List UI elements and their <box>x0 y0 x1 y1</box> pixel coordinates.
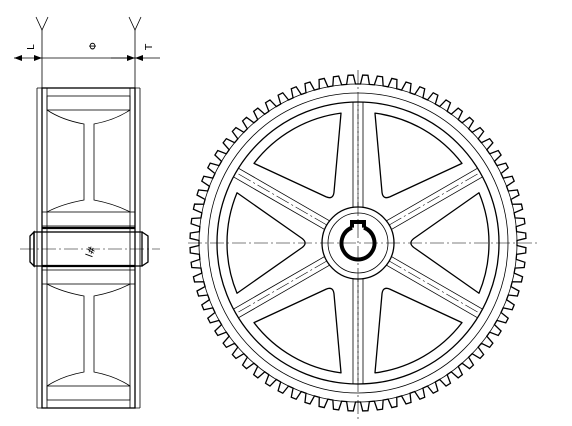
spoke-cutout <box>374 112 463 199</box>
spokes-group <box>233 102 483 384</box>
pitch-circle <box>198 83 518 403</box>
dimension-label-left: L <box>26 44 37 50</box>
dimension-line-left <box>14 55 42 61</box>
spoke-centerline <box>235 172 327 226</box>
spoke-cutout <box>253 112 342 199</box>
web-upper <box>46 109 131 213</box>
spoke-edge <box>238 167 330 222</box>
rim-section-bottom <box>46 385 131 401</box>
spoke-cutout <box>410 192 490 294</box>
dimension-label-right: T <box>144 43 155 51</box>
dimension-label-middle: Φ <box>88 42 99 50</box>
spoke-centerline <box>389 260 481 314</box>
spoke-cutout <box>253 287 342 374</box>
spoke-edge <box>233 176 325 230</box>
surface-finish-symbol-left <box>35 16 49 88</box>
rim-outer-circle <box>207 92 509 394</box>
spoke-centerline <box>389 172 481 226</box>
front-view-gear <box>188 70 540 420</box>
spoke-edge <box>391 256 483 310</box>
spoke-edge <box>386 264 478 319</box>
surface-finish-symbol-right <box>128 16 142 88</box>
section-label: l# <box>84 245 98 259</box>
side-section-view: L Φ T <box>14 16 160 409</box>
spoke-centerline <box>235 260 327 314</box>
hub-section-top <box>41 211 136 227</box>
bore-with-keyway <box>339 220 377 262</box>
rim-inner-circle <box>216 101 500 385</box>
hub-outer-circle <box>321 206 395 280</box>
hub-inner-circle <box>327 212 389 274</box>
dimension-line-right <box>111 55 160 61</box>
spoke-edge <box>238 264 330 319</box>
spoke-edge <box>386 167 478 222</box>
rim-section-top <box>46 95 131 111</box>
spoke-cutouts-group <box>226 112 490 374</box>
spoke-cutout <box>374 287 463 374</box>
spoke-edge <box>391 176 483 230</box>
hub-section-bottom <box>41 269 136 285</box>
spoke-cutout <box>226 192 306 294</box>
web-lower <box>46 283 131 387</box>
spoke-edge <box>233 256 325 310</box>
